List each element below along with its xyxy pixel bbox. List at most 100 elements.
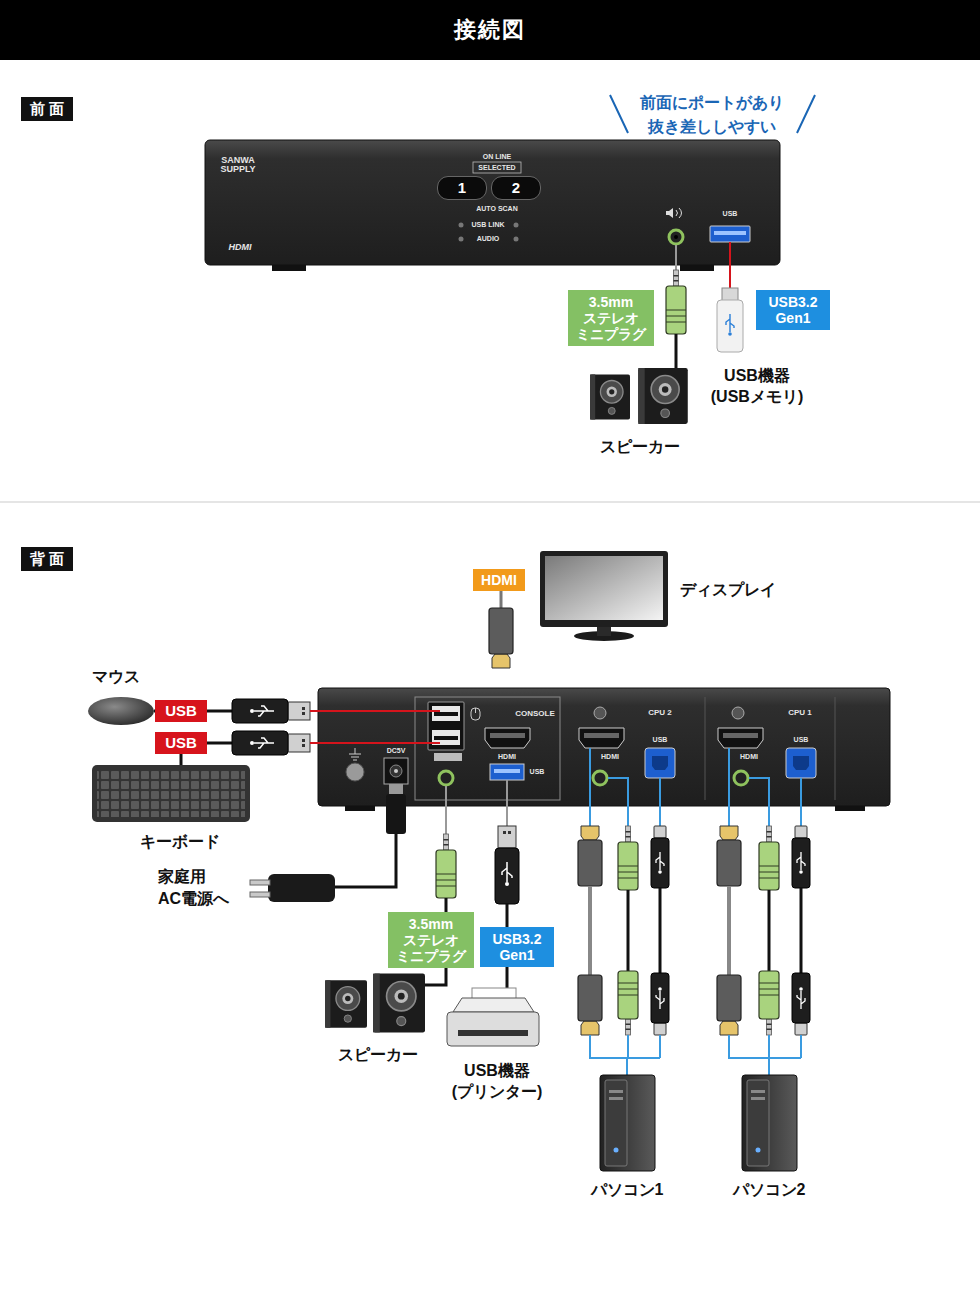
audio-lead (675, 245, 677, 272)
led (459, 223, 464, 228)
pc-power-light (614, 1148, 619, 1153)
mouse-symbol (471, 708, 480, 720)
section-tag: 前 面 (21, 97, 73, 121)
panel-label: ON LINE (483, 153, 511, 160)
tag-text: 前 面 (30, 100, 64, 118)
usb-port-tongue (714, 231, 746, 235)
port-label: HDMI (498, 753, 516, 760)
usb-spec-tag: USB3.2 Gen1 (480, 927, 554, 967)
printer-slot (458, 1030, 528, 1036)
audio-jack (734, 771, 748, 785)
usb-cable (800, 888, 803, 974)
audio-jack-hole (674, 235, 678, 239)
led-label: USB LINK (471, 221, 504, 228)
device-label: ディスプレイ (680, 580, 776, 601)
device-foot (272, 265, 306, 271)
panel-divider (705, 697, 706, 800)
power-cable (335, 834, 396, 887)
device-foot (835, 806, 865, 811)
pc-front (605, 1080, 627, 1166)
port-label: USB (530, 768, 545, 775)
usb-icon (728, 332, 732, 336)
kvm-front-body (205, 140, 780, 265)
panel-divider (835, 697, 836, 800)
tag-text: USB3.2 Gen1 (768, 294, 817, 326)
keyboard (92, 765, 250, 822)
audio-cable (627, 890, 630, 972)
port-leader (590, 748, 660, 826)
dc-jack-pin (394, 769, 398, 773)
pc-tower (742, 1075, 797, 1171)
screw (732, 707, 744, 719)
cable-type-tag: HDMI (473, 569, 525, 592)
panel-label: SELECTED (478, 164, 515, 171)
hdmi-port-tongue (490, 733, 525, 738)
kvm-front-panel: SANWA SUPPLY HDMI ON LINE SELECTED AUTO SCAN… (205, 140, 780, 265)
printer-tray (453, 998, 534, 1012)
dc-plug-tip (389, 784, 403, 794)
hdmi-logo: HDMI (229, 243, 252, 252)
audio-plug (759, 971, 779, 1035)
mouse-symbol (475, 708, 476, 713)
ac-plug-prong (250, 892, 270, 897)
usb-plug (495, 826, 519, 904)
usb-memory-body (717, 300, 743, 352)
hdmi-port (579, 728, 624, 748)
tag-text: 背 面 (30, 550, 64, 568)
device-label: USB機器 (プリンター) (452, 1060, 543, 1102)
audio-jack (669, 230, 683, 244)
audio-jack (439, 771, 453, 785)
pc-bay (751, 1090, 765, 1093)
usb-port (710, 226, 750, 242)
pc-bracket (729, 1035, 801, 1075)
audio-jack (593, 771, 607, 785)
led-label: AUDIO (477, 235, 500, 242)
pc-bay (609, 1097, 623, 1100)
port-label: USB (723, 210, 738, 217)
usb-b-plug (792, 973, 810, 1035)
hdmi-cable (588, 886, 592, 975)
section-label: CPU 1 (788, 709, 812, 717)
button-number: 2 (512, 179, 520, 197)
usb-plug (232, 731, 310, 755)
device-label: パソコン1 (591, 1180, 664, 1201)
led (514, 237, 519, 242)
usb-port (432, 706, 460, 721)
dc-jack-hole (390, 765, 402, 777)
audio-plug (666, 270, 686, 334)
usb-b-port-inner (652, 756, 668, 770)
speaker (325, 980, 367, 1027)
device-foot (680, 265, 714, 271)
hdmi-plug (717, 975, 741, 1035)
pc-bracket (590, 1035, 660, 1075)
callout-note: 前面にポートがあり 抜き差ししやすい (640, 91, 784, 139)
port-leader (729, 748, 801, 826)
device-label: パソコン2 (733, 1180, 806, 1201)
hdmi-plug (578, 826, 602, 886)
brand-logo: SANWA SUPPLY (220, 156, 255, 175)
device-label: マウス (92, 667, 140, 688)
port-label: HDMI (601, 753, 619, 760)
plug-spec-tag: 3.5mm ステレオ ミニプラグ (388, 912, 474, 968)
hdmi-plug (717, 826, 741, 886)
monitor-screen (545, 556, 663, 620)
audio-plug (618, 826, 638, 890)
port-select-button: 1 (437, 176, 487, 200)
usb-port (490, 764, 524, 780)
panel-label: AUTO SCAN (476, 205, 517, 212)
speaker (373, 974, 425, 1033)
hdmi-cable (727, 886, 731, 975)
usb-plug (232, 699, 310, 723)
speaker (590, 374, 630, 419)
usb-b-port-inner (793, 756, 809, 770)
audio-cable (675, 334, 678, 370)
section-divider (0, 501, 980, 503)
usb-leader (310, 710, 440, 712)
hdmi-port (718, 728, 763, 748)
audio-plug (436, 834, 456, 898)
usb-spec-tag: USB3.2 Gen1 (756, 290, 830, 330)
section-label: CPU 2 (648, 709, 672, 717)
speaker-symbol (676, 208, 682, 218)
